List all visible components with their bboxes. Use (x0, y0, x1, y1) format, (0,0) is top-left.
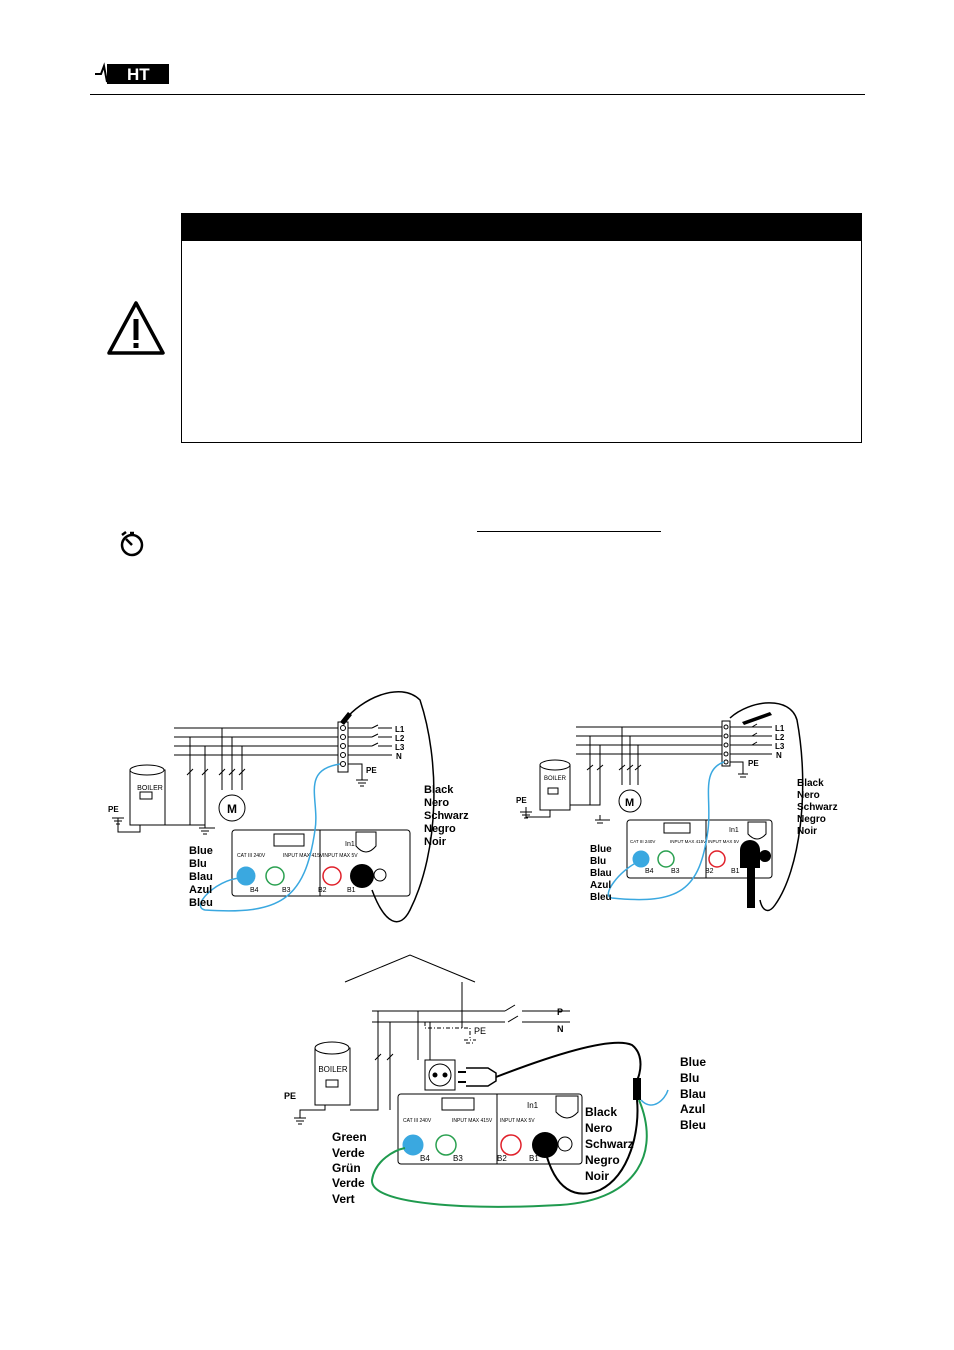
warning-header-bar (182, 214, 861, 241)
pe-label: PE (366, 766, 377, 775)
boiler-label: BOILER (137, 785, 163, 792)
terminal-b3-3: B3 (453, 1154, 463, 1163)
black-label-en-2: Black (797, 778, 824, 789)
terminal-b4: B4 (250, 887, 259, 894)
blue-label-it-3: Blu (680, 1071, 699, 1085)
pe-left-label-3: PE (284, 1091, 296, 1101)
terminal-b3-2: B3 (671, 868, 680, 875)
panel-in1-3: In1 (527, 1101, 539, 1110)
terminal-b2-2: B2 (705, 868, 714, 875)
blue-label-de-3: Blau (680, 1087, 706, 1101)
line-l1-2: L1 (775, 724, 785, 733)
pe-left-label: PE (108, 805, 119, 814)
black-label-it: Nero (424, 797, 449, 809)
terminal-b1-3: B1 (529, 1154, 539, 1163)
blue-label-es-3: Azul (680, 1102, 705, 1116)
blue-label-de-2: Blau (590, 868, 612, 879)
panel-input2-3: INPUT MAX 5V (500, 1118, 535, 1124)
panel-input2-2: INPUT MAX 5V (708, 839, 739, 844)
blue-label-es-2: Azul (590, 880, 611, 891)
header-rule (90, 94, 865, 95)
pe-left-label-2: PE (516, 796, 527, 805)
boiler-label-2: BOILER (544, 776, 567, 782)
black-label-it-2: Nero (797, 790, 820, 801)
terminal-b3: B3 (282, 887, 291, 894)
panel-input1-3: INPUT MAX 415V (452, 1118, 493, 1124)
motor-label-2: M (625, 797, 634, 809)
diagram-single-phase: BOILER PE PE P N CAT III 240V INPUT MAX … (284, 954, 706, 1208)
pe-label-2: PE (748, 759, 759, 768)
line-n-3: N (557, 1024, 564, 1034)
line-n-2: N (776, 751, 782, 760)
line-n: N (396, 752, 402, 761)
panel-cat: CAT III 240V (237, 853, 266, 859)
black-label-en-3: Black (585, 1105, 617, 1119)
blue-label-es: Azul (189, 884, 212, 896)
blue-label-fr-3: Bleu (680, 1118, 706, 1132)
terminal-b1-2: B1 (731, 868, 740, 875)
black-label-fr-2: Noir (797, 826, 817, 837)
line-l1: L1 (395, 725, 405, 734)
diagram-three-phase-left: BOILER M PE PE L1 L2 L3 N CAT III 240V I… (108, 690, 469, 923)
blue-label-en-2: Blue (590, 844, 612, 855)
blue-label-it-2: Blu (590, 856, 606, 867)
panel-input1-2: INPUT MAX 415V (670, 839, 706, 844)
black-label-de-3: Schwarz (585, 1137, 634, 1151)
panel-in1-2: In1 (729, 827, 739, 834)
underline-rule (477, 531, 661, 532)
blue-label-en-3: Blue (680, 1055, 706, 1069)
blue-label-en: Blue (189, 845, 213, 857)
panel-input2: INPUT MAX 5V (323, 853, 358, 859)
terminal-b4-3: B4 (420, 1154, 430, 1163)
terminal-b1: B1 (347, 887, 356, 894)
green-label-fr-3: Vert (332, 1192, 355, 1206)
black-label-fr-3: Noir (585, 1169, 609, 1183)
warning-box (181, 213, 862, 443)
line-l3-2: L3 (775, 742, 785, 751)
panel-cat-3: CAT III 240V (403, 1118, 432, 1124)
blue-label-de: Blau (189, 871, 213, 883)
terminal-b2: B2 (318, 887, 327, 894)
motor-label: M (227, 802, 237, 816)
blue-label-fr-2: Bleu (590, 892, 612, 903)
black-label-it-3: Nero (585, 1121, 612, 1135)
green-label-en-3: Green (332, 1130, 367, 1144)
panel-input1: INPUT MAX 415V (283, 853, 324, 859)
panel-in1: In1 (345, 841, 355, 848)
blue-label-it: Blu (189, 858, 207, 870)
black-label-de-2: Schwarz (797, 802, 838, 813)
blue-label-fr: Bleu (189, 897, 213, 909)
ht-logo: HT (95, 62, 169, 84)
line-p-3: P (557, 1007, 563, 1017)
timer-icon (120, 531, 144, 557)
terminal-b2-3: B2 (497, 1154, 507, 1163)
panel-cat-2: CAT III 240V (630, 839, 655, 844)
diagram-three-phase-right: BOILER M PE PE L1 L2 L3 N CAT III 240V I… (516, 702, 838, 912)
warning-triangle-icon (107, 301, 165, 355)
black-label-fr: Noir (424, 836, 447, 848)
black-label-es-2: Negro (797, 814, 826, 825)
terminal-b4-2: B4 (645, 868, 654, 875)
pe-label-3: PE (474, 1026, 486, 1036)
line-l3: L3 (395, 743, 405, 752)
black-label-en: Black (424, 784, 454, 796)
black-label-es: Negro (424, 823, 456, 835)
line-l2-2: L2 (775, 733, 785, 742)
black-label-es-3: Negro (585, 1153, 620, 1167)
boiler-label-3: BOILER (318, 1065, 348, 1074)
line-l2: L2 (395, 734, 405, 743)
logo-text: HT (127, 65, 150, 84)
green-label-es-3: Verde (332, 1176, 365, 1190)
green-label-it-3: Verde (332, 1146, 365, 1160)
black-label-de: Schwarz (424, 810, 469, 822)
green-label-de-3: Grün (332, 1161, 361, 1175)
